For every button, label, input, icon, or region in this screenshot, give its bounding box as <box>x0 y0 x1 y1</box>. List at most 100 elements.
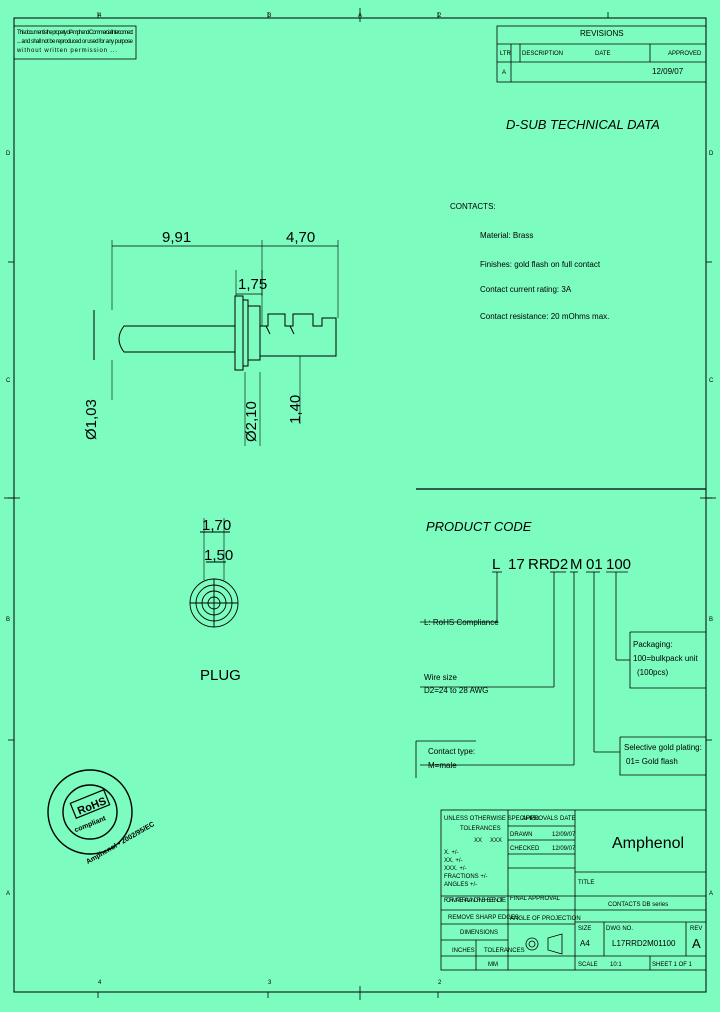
zone-left-3: B <box>6 617 10 623</box>
code-packaging-label: Packaging: <box>633 640 673 649</box>
tb-checked-date: 12/09/07 <box>552 846 576 852</box>
code-packaging-value: 100=bulkpack unit <box>633 654 698 663</box>
rev-row-ltr: A <box>502 70 506 76</box>
rohs-seal <box>47 769 133 855</box>
notice-line-3: without written permission ... <box>16 48 117 54</box>
code-wire-size-value: D2=24 to 28 AWG <box>424 686 488 695</box>
zone-bottom-2: 3 <box>268 980 272 986</box>
tb-tol-row-5: ANGLES +/- <box>444 882 477 888</box>
zone-top-2: 3 <box>268 13 272 19</box>
tb-title-label: TITLE <box>578 880 594 886</box>
contacts-resistance: Contact resistance: 20 mOhms max. <box>480 312 609 321</box>
tb-tol-header-2: TOLERANCES <box>460 826 501 832</box>
code-part-100: 100 <box>606 556 631 573</box>
zone-left-4: A <box>6 891 10 897</box>
zone-right-2: C <box>709 378 714 384</box>
notice-line-2: ... and shall not be reproduced or used … <box>17 39 134 45</box>
tb-size: A4 <box>580 939 590 948</box>
code-rohs-note: L: RoHS Compliance <box>424 618 499 627</box>
zone-left-2: C <box>6 378 11 384</box>
code-leader-lines <box>415 571 706 778</box>
rohs-seal-sub: compliant <box>74 815 108 834</box>
tb-company: Amphenol <box>612 835 684 852</box>
tb-rev: A <box>692 936 701 951</box>
tb-mm: MM <box>488 962 498 968</box>
code-part-17: 17 <box>508 556 525 573</box>
rohs-seal-ring: Amphenol • 2002/95/EC <box>85 821 156 866</box>
rev-header-ltr: LTR <box>500 51 512 57</box>
code-packaging-qty: (100pcs) <box>637 668 668 677</box>
zone-right-1: D <box>709 151 714 157</box>
tb-tol-row-1: X. +/- <box>444 850 459 856</box>
tb-material-note: FOR MATERIAL AND FINISH SEE NOTE <box>444 898 506 904</box>
tb-title: CONTACTS DB series <box>608 902 668 908</box>
tb-checked-label: CHECKED <box>510 846 540 852</box>
tb-tol-row-3: XXX. +/- <box>444 866 467 872</box>
tb-dimensions: DIMENSIONS <box>460 930 498 936</box>
zone-right-4: A <box>709 891 713 897</box>
code-contact-type-value: M=male <box>428 761 457 770</box>
zone-labels: 4 3 A 2 4 3 2 D C B A D C B A <box>6 13 714 986</box>
revisions-title: REVISIONS <box>580 29 624 38</box>
dim-pin-length: 9,91 <box>162 229 191 246</box>
contacts-finishes: Finishes: gold flash on full contact <box>480 260 601 269</box>
notice-line-1: This document is the property of Ampheno… <box>17 30 133 36</box>
dim-plug-outer: 1,70 <box>202 517 231 534</box>
tb-approvals-date: DATE <box>560 816 576 822</box>
tb-approvals-header: APPROVALS <box>522 816 558 822</box>
main-title: D-SUB TECHNICAL DATA <box>506 117 660 132</box>
tb-inches: INCHES <box>452 948 475 954</box>
tb-projection-label: ANGLE OF PROJECTION <box>510 916 581 922</box>
code-part-d2: D2 <box>549 556 568 573</box>
dim-tail-length: 4,70 <box>286 229 315 246</box>
title-block <box>440 809 707 971</box>
code-plating-value: 01= Gold flash <box>626 757 678 766</box>
dim-tail-height: 1,40 <box>287 395 304 424</box>
rev-header-approved: APPROVED <box>668 51 702 57</box>
zone-ticks <box>4 8 716 1000</box>
code-part-series: L <box>492 556 500 573</box>
code-plating-label: Selective gold plating: <box>624 743 702 752</box>
contacts-material: Material: Brass <box>480 231 533 240</box>
tb-dwg-label: DWG NO. <box>606 926 633 932</box>
rev-header-desc: DESCRIPTION <box>522 51 563 57</box>
zone-left-1: D <box>6 151 11 157</box>
code-part-m: M <box>570 556 583 573</box>
tb-scale: 10:1 <box>610 962 622 968</box>
code-part-01: 01 <box>586 556 603 573</box>
plug-end-view <box>189 518 239 628</box>
zone-top-4: 2 <box>438 13 442 19</box>
zone-top-3: A <box>358 13 362 19</box>
tb-tol-header-1: UNLESS OTHERWISE SPECIFIED <box>444 816 540 822</box>
zone-bottom-1: 4 <box>98 980 102 986</box>
tb-tol-row-2: XX. +/- <box>444 858 463 864</box>
tb-tol-row-4: FRACTIONS +/- <box>444 874 488 880</box>
tb-dwg-number: L17RRD2M01100 <box>612 939 676 948</box>
zone-bottom-3: 2 <box>438 980 442 986</box>
dim-plug-inner: 1,50 <box>204 547 233 564</box>
plug-label: PLUG <box>200 667 241 684</box>
tb-sharp-edges: REMOVE SHARP EDGES <box>448 915 519 921</box>
tb-tol-col-xx: XX <box>474 838 482 844</box>
contacts-current: Contact current rating: 3A <box>480 285 572 294</box>
dim-collar-diameter: Ø2,10 <box>243 401 260 442</box>
tb-scale-label: SCALE <box>578 962 598 968</box>
tb-drawn-label: DRAWN <box>510 832 532 838</box>
notice-box <box>13 25 137 60</box>
contacts-heading: CONTACTS: <box>450 202 496 211</box>
tb-size-label: SIZE <box>578 926 591 932</box>
code-contact-type-label: Contact type: <box>428 747 475 756</box>
zone-top-1: 4 <box>98 13 102 19</box>
dim-pin-diameter: Ø1,03 <box>83 399 100 440</box>
tb-final-approval: FINAL APPROVAL <box>510 896 561 902</box>
product-code-heading: PRODUCT CODE <box>426 519 532 534</box>
rev-row-date: 12/09/07 <box>652 67 684 76</box>
tb-rev-label: REV <box>690 926 702 932</box>
contact-side-view <box>93 240 339 446</box>
code-wire-size-label: Wire size <box>424 673 457 682</box>
rev-header-date: DATE <box>595 51 611 57</box>
zone-right-3: B <box>709 617 713 623</box>
tb-tolerances: TOLERANCES <box>484 948 525 954</box>
code-part-rr: RR <box>528 556 550 573</box>
